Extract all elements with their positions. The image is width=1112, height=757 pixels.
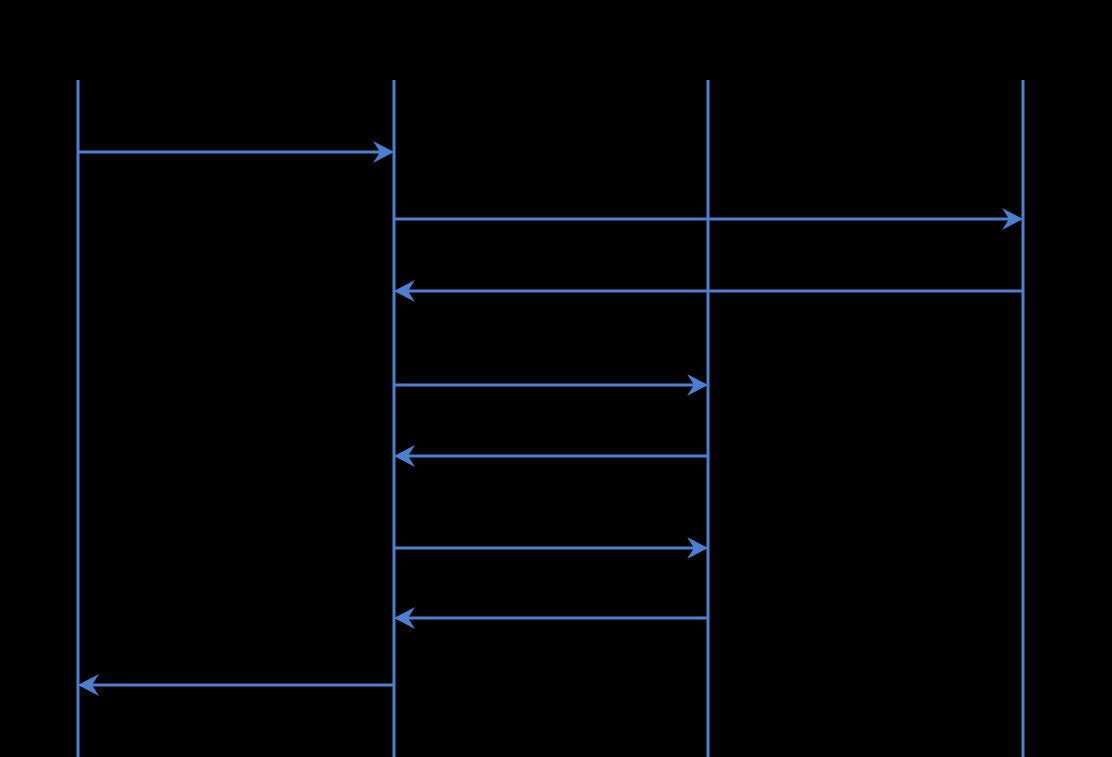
message-1 — [78, 141, 394, 163]
arrowhead-6 — [687, 537, 708, 559]
arrowhead-7 — [394, 607, 415, 629]
messages-group — [78, 141, 1023, 696]
arrowhead-5 — [394, 445, 415, 467]
arrowhead-8 — [78, 674, 99, 696]
lifelines-group — [76, 80, 1025, 757]
arrowhead-2 — [1002, 208, 1023, 230]
arrowhead-4 — [687, 374, 708, 396]
message-8 — [78, 674, 394, 696]
message-6 — [394, 537, 708, 559]
message-3 — [394, 280, 1023, 302]
message-5 — [394, 445, 708, 467]
arrowhead-1 — [373, 141, 394, 163]
message-4 — [394, 374, 708, 396]
message-2 — [394, 208, 1023, 230]
message-7 — [394, 607, 708, 629]
arrowhead-3 — [394, 280, 415, 302]
